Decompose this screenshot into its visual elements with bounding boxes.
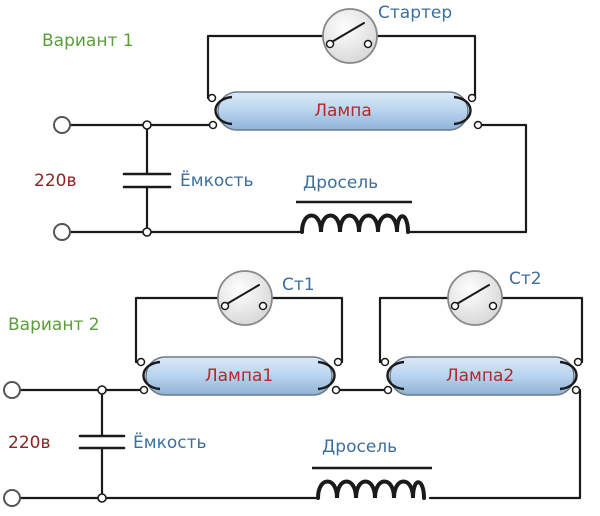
variant1-title: Вариант 1: [42, 31, 134, 51]
variant2-junction-top: [97, 385, 107, 395]
variant2-lamp2: [380, 356, 583, 396]
variant2-starter1-label: Ст1: [282, 275, 315, 295]
variant1-choke: [296, 200, 412, 234]
variant2-lamp2-label: Лампа2: [446, 366, 514, 386]
variant1-lamp-label: Лампа: [314, 101, 372, 121]
variant2-input-terminal-top: [3, 381, 21, 399]
variant2-input-terminal-bottom: [3, 489, 21, 507]
variant1-junction-top: [142, 120, 152, 130]
variant2-starter2: [447, 270, 503, 326]
variant1-choke-label: Дросель: [303, 173, 378, 193]
variant1-input-terminal-bottom: [53, 223, 71, 241]
variant2-choke-label: Дросель: [322, 437, 397, 457]
variant2-voltage-label: 220в: [8, 433, 50, 453]
variant2-starter1: [217, 270, 273, 326]
variant1-input-terminal-top: [53, 116, 71, 134]
variant1-voltage-label: 220в: [34, 171, 76, 191]
variant1-starter: [322, 8, 378, 64]
variant1-capacitor-label: Ёмкость: [180, 170, 254, 191]
variant2-circuit: Вариант 2 Ёмкость 220в Лам: [3, 269, 584, 507]
variant2-title: Вариант 2: [8, 315, 100, 335]
variant1-starter-label: Стартер: [378, 3, 452, 23]
variant1-circuit: Вариант 1 Ёмкость 220в Лампа: [34, 3, 528, 241]
variant2-right-wire: [428, 388, 582, 500]
variant2-choke: [312, 466, 432, 500]
variant2-starter2-label: Ст2: [509, 269, 542, 289]
variant2-junction-bottom: [97, 493, 107, 503]
variant1-lamp: [207, 91, 483, 131]
variant2-lamp1: [136, 356, 343, 396]
variant2-capacitor: [78, 434, 126, 450]
variant2-lamp1-label: Лампа1: [205, 366, 273, 386]
variant2-capacitor-label: Ёмкость: [133, 432, 207, 453]
variant1-capacitor: [122, 172, 172, 189]
variant1-junction-bottom: [142, 227, 152, 237]
variant1-right-wire: [408, 123, 528, 234]
